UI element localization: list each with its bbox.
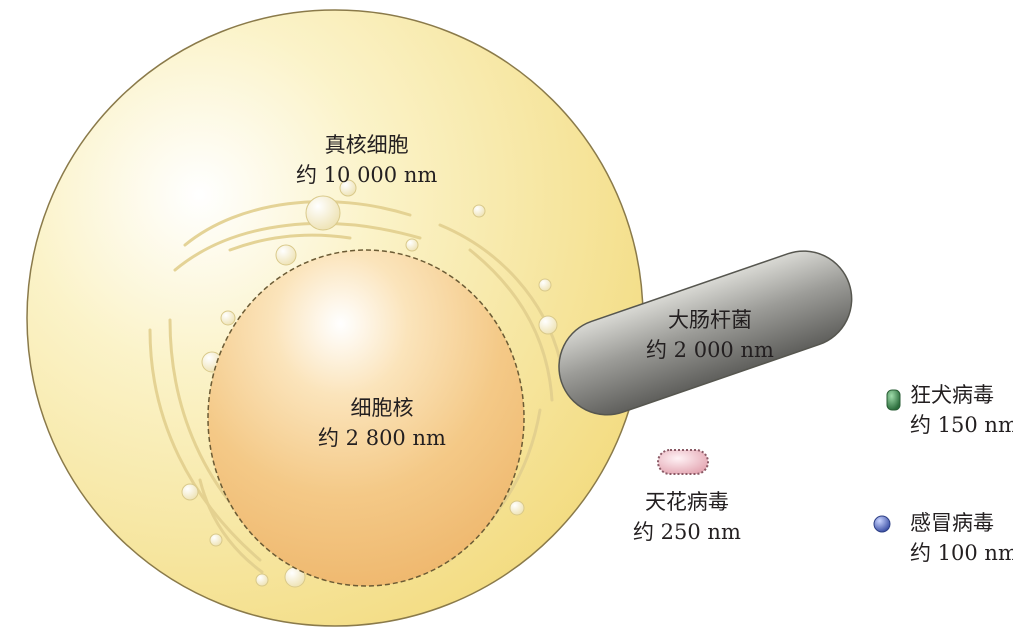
rabies-virus-name: 狂犬病毒: [910, 383, 994, 407]
ecoli-name: 大肠杆菌: [667, 308, 752, 332]
nucleus-name: 细胞核: [350, 396, 414, 420]
nucleus-size: 约 2 800 nm: [318, 426, 446, 450]
smallpox-virus-size: 约 250 nm: [633, 520, 741, 544]
rabies-virus: [886, 389, 901, 411]
rabies-virus-size: 约 150 nm: [910, 413, 1013, 437]
ecoli-label: 大肠杆菌 约 2 000 nm: [646, 305, 774, 365]
smallpox-virus: [657, 449, 709, 475]
influenza-virus: [873, 515, 891, 533]
influenza-virus-size: 约 100 nm: [910, 541, 1013, 565]
nucleus: [207, 249, 525, 587]
smallpox-virus-label: 天花病毒 约 250 nm: [633, 487, 741, 547]
influenza-virus-label: 感冒病毒 约 100 nm: [910, 508, 1013, 568]
vesicles: [181, 179, 558, 588]
eukaryotic-cell-label: 真核细胞 约 10 000 nm: [296, 130, 437, 190]
nucleus-label: 细胞核 约 2 800 nm: [318, 393, 446, 453]
influenza-virus-name: 感冒病毒: [910, 511, 994, 535]
eukaryotic-cell-size: 约 10 000 nm: [296, 163, 438, 187]
ecoli-size: 约 2 000 nm: [646, 338, 774, 362]
rabies-virus-label: 狂犬病毒 约 150 nm: [910, 380, 1013, 440]
ecoli-bacterium: [558, 250, 853, 416]
eukaryotic-cell-name: 真核细胞: [324, 133, 409, 157]
smallpox-virus-name: 天花病毒: [644, 490, 729, 514]
